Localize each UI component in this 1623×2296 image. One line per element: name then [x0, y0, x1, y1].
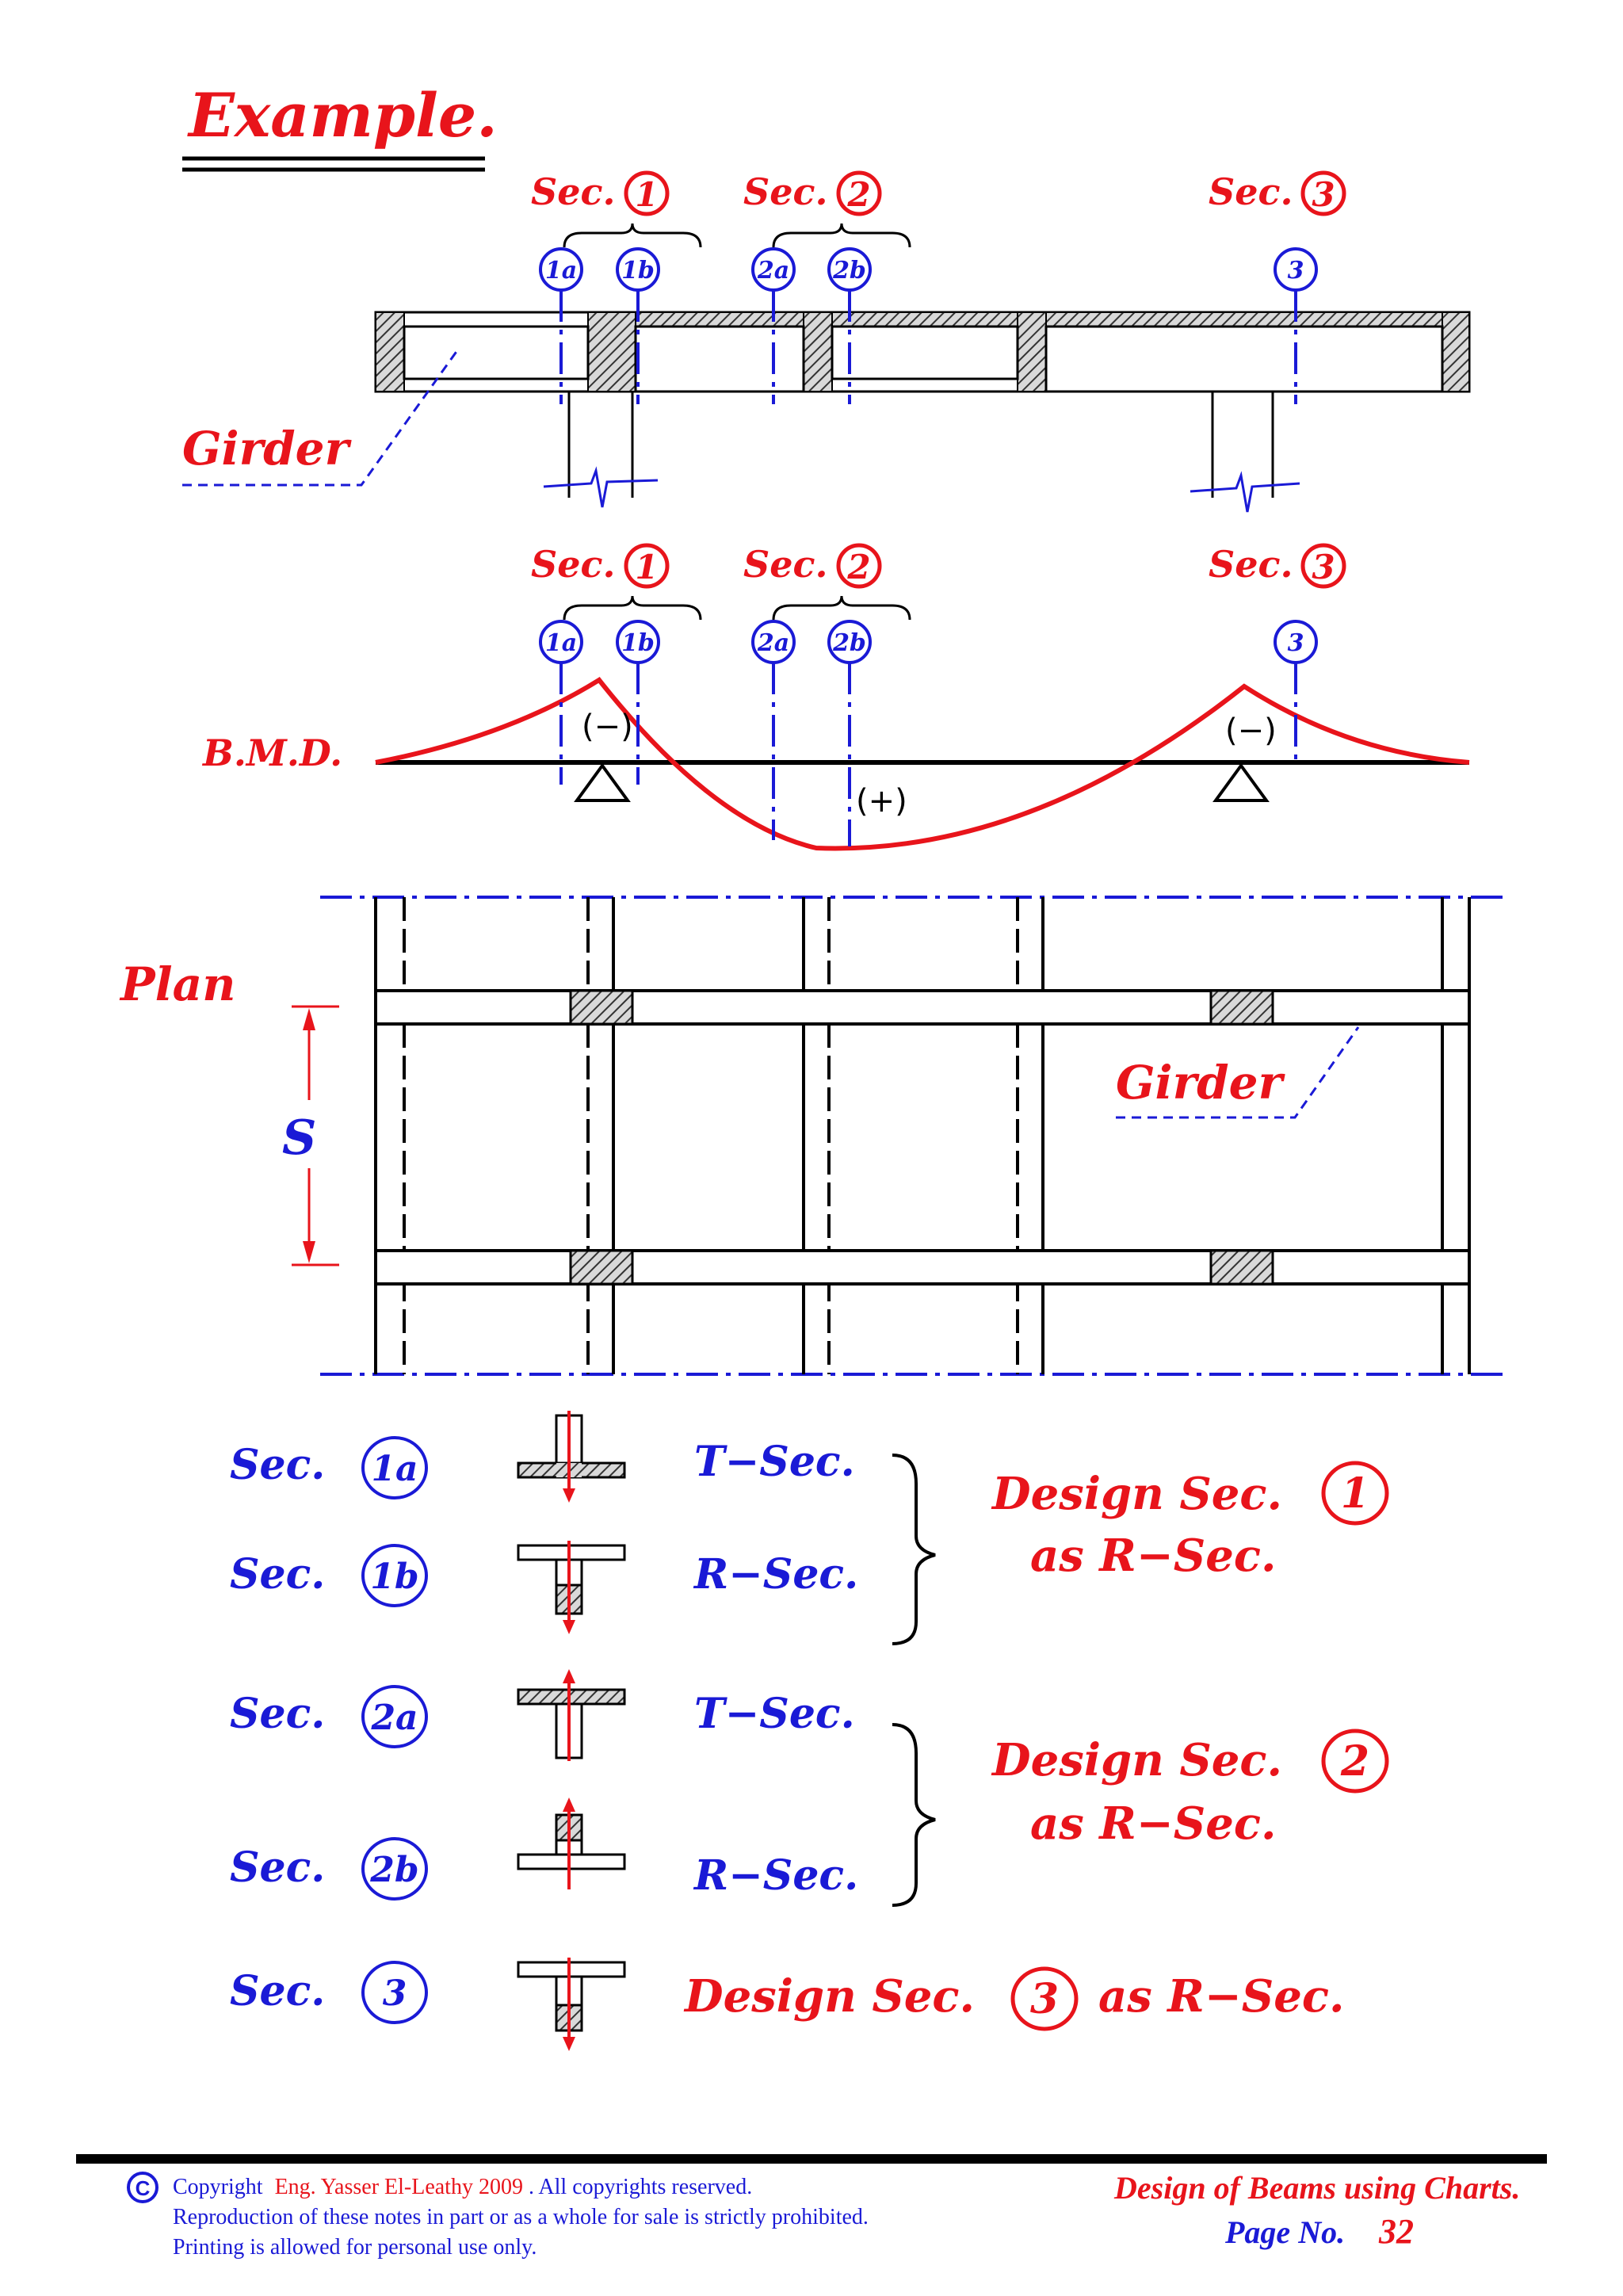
section-sketch-2b — [517, 1797, 626, 1889]
design-2-line2: as R−Sec. — [1030, 1797, 1276, 1850]
copyright-prefix: Copyright — [173, 2175, 263, 2199]
circle-label: 3 — [1288, 629, 1304, 657]
circle-label: 2b — [832, 629, 866, 657]
circle-label: 1b — [621, 257, 655, 285]
circle-label: 2a — [757, 257, 789, 285]
doc-title: Design of Beams using Charts. — [1113, 2170, 1520, 2206]
design-2-number: 2 — [1340, 1737, 1369, 1786]
sec-label: Sec. — [743, 170, 828, 213]
sec-number: 3 — [1312, 548, 1335, 586]
bmd-label: B.M.D. — [201, 732, 342, 774]
page-number: 32 — [1378, 2212, 1414, 2251]
row-number: 2b — [369, 1850, 418, 1890]
type-label: T−Sec. — [694, 1690, 855, 1738]
section-table: Sec. Sec. Sec. Sec. Sec. 1a 1b 2a 2b 3 — [230, 1411, 1389, 2051]
row-number: 1b — [370, 1557, 418, 1597]
dimension-s: S — [282, 1110, 316, 1166]
section-sketch-1b — [517, 1541, 626, 1634]
girder-label: Girder — [182, 422, 353, 476]
type-label: T−Sec. — [694, 1438, 855, 1486]
circle-label: 1a — [545, 257, 577, 285]
pos-sign: (+) — [856, 783, 907, 819]
circle-label: 1b — [621, 629, 655, 657]
sec-number: 1 — [635, 548, 658, 586]
section-sketch-1a — [517, 1411, 626, 1503]
sec-number: 3 — [1312, 175, 1335, 214]
reproduction-note: Reproduction of these notes in part or a… — [173, 2205, 869, 2229]
row-number: 1a — [371, 1449, 418, 1489]
page-label: Page No. — [1224, 2214, 1345, 2250]
sec-label: Sec. — [531, 170, 616, 213]
circle-label: 1a — [545, 629, 577, 657]
section-sketch-3 — [517, 1958, 626, 2051]
row-number: 2a — [370, 1698, 418, 1738]
circle-label: 3 — [1288, 257, 1304, 285]
circle-label: 2a — [757, 629, 789, 657]
plan-label: Plan — [119, 957, 235, 1011]
svg-text:Copyright Eng. Yasser El: Copyright Eng. Yasser El-Leathy 2009 . A… — [173, 2175, 752, 2199]
sec-label: Sec. — [531, 543, 616, 586]
design-3-prefix: Design Sec. — [683, 1970, 975, 2023]
design-3-number: 3 — [1030, 1975, 1059, 2023]
row-label: Sec. — [230, 1967, 325, 2015]
circle-label: 2b — [832, 257, 866, 285]
bmd-section: Sec. 1 Sec. 2 Sec. 3 1a 1b 2a 2b 3 B.M.D… — [201, 543, 1470, 851]
design-3-suffix: as R−Sec. — [1098, 1970, 1344, 2023]
page-title: Example. — [187, 80, 498, 151]
neg-sign: (−) — [1225, 712, 1277, 749]
row-label: Sec. — [230, 1690, 325, 1738]
sec-label: Sec. — [1209, 170, 1293, 213]
row-label: Sec. — [230, 1550, 325, 1599]
row-label: Sec. — [230, 1441, 325, 1489]
design-1-line2: as R−Sec. — [1030, 1530, 1276, 1582]
sec-number: 2 — [846, 548, 870, 586]
plan-section: Plan S Girder — [119, 896, 1509, 1376]
copyright-symbol: C — [136, 2176, 151, 2200]
neg-sign: (−) — [582, 709, 633, 745]
row-label: Sec. — [230, 1843, 325, 1892]
girder-label: Girder — [1116, 1056, 1286, 1110]
section-labels-top: Sec. 1 Sec. 2 Sec. 3 1a 1b 2a 2b 3 — [531, 170, 1346, 292]
design-1-number: 1 — [1341, 1469, 1369, 1518]
copyright-author: Eng. Yasser El-Leathy 2009 — [275, 2175, 523, 2199]
type-label: R−Sec. — [693, 1851, 858, 1900]
sec-label: Sec. — [1209, 543, 1293, 586]
printing-note: Printing is allowed for personal use onl… — [173, 2235, 537, 2260]
sec-number: 2 — [846, 175, 870, 214]
title-block: Example. — [182, 80, 498, 172]
sec-number: 1 — [635, 175, 658, 214]
type-label: R−Sec. — [693, 1550, 858, 1599]
row-number: 3 — [383, 1973, 407, 2014]
section-sketch-2a — [517, 1669, 626, 1761]
design-1-line1: Design Sec. — [991, 1468, 1282, 1520]
design-2-line1: Design Sec. — [991, 1734, 1282, 1786]
sec-label: Sec. — [743, 543, 828, 586]
footer: C Copyright Eng. Yasser El-Leathy 2009 .… — [76, 2154, 1547, 2260]
copyright-suffix: . All copyrights reserved. — [529, 2175, 752, 2199]
elevation-section: Girder — [182, 290, 1471, 513]
